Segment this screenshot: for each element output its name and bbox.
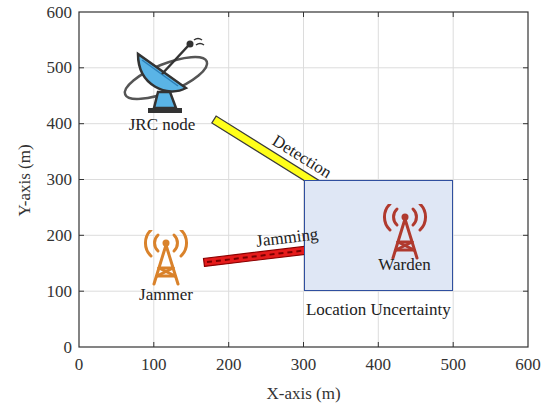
- y-tick-label: 100: [47, 283, 73, 300]
- warden-node: Warden: [374, 202, 436, 276]
- antenna-icon: [136, 230, 196, 286]
- x-tick-label: 500: [440, 356, 466, 373]
- x-tick-label: 400: [366, 356, 392, 373]
- y-tick-label: 400: [47, 115, 73, 132]
- y-tick-label: 600: [47, 4, 73, 21]
- icon-holder: [375, 204, 435, 264]
- node-label: JRC node: [129, 116, 196, 135]
- node-label: Jammer: [139, 286, 193, 305]
- axis-title: X-axis (m): [266, 385, 340, 402]
- x-tick-label: 300: [291, 356, 317, 373]
- y-tick-label: 500: [47, 59, 73, 76]
- jammer-node: Jammer: [128, 228, 204, 306]
- x-tick-label: 600: [515, 356, 541, 373]
- antenna-icon: [375, 204, 435, 260]
- x-tick-label: 0: [75, 356, 84, 373]
- node-label: Warden: [378, 256, 430, 275]
- y-tick-label: 0: [64, 339, 73, 356]
- y-tick-label: 200: [47, 227, 73, 244]
- jrc-node: JRC node: [110, 36, 214, 138]
- tick-marks: [79, 12, 528, 347]
- icon-holder: [118, 36, 218, 120]
- icon-holder: [136, 230, 196, 290]
- x-tick-label: 200: [216, 356, 242, 373]
- region-box: [304, 180, 454, 292]
- plot-frame: [79, 12, 528, 347]
- x-tick-label: 100: [141, 356, 167, 373]
- y-tick-label: 300: [47, 171, 73, 188]
- axis-title: Y-axis (m): [16, 144, 33, 216]
- node-label: Location Uncertainty: [306, 301, 451, 320]
- satellite-dish-icon: [118, 36, 218, 116]
- uncertainty-region: Location Uncertainty Warden: [304, 180, 454, 323]
- grid-lines: [79, 12, 528, 347]
- edge-label: Detection: [269, 132, 334, 181]
